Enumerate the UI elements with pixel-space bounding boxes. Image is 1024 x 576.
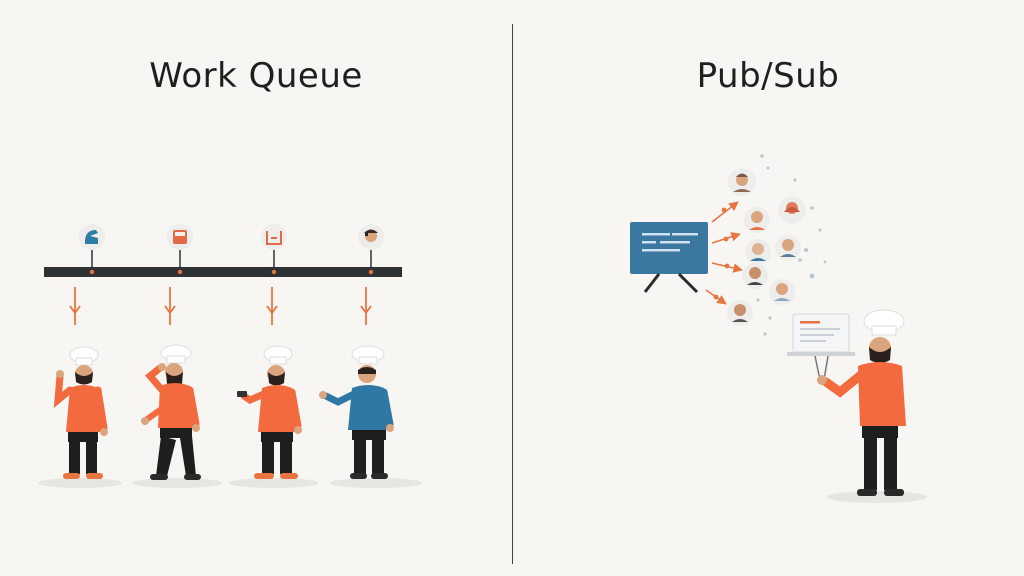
subscriber-avatar (744, 207, 770, 233)
subscriber-chef (817, 309, 906, 496)
work-queue-diagram (38, 224, 422, 488)
queue-item-person (358, 224, 384, 267)
shield-icon (85, 230, 98, 244)
queue-item-shield (79, 224, 105, 267)
panel-divider (512, 24, 513, 564)
subscriber-avatar (742, 263, 768, 289)
subscriber-avatar (775, 235, 801, 261)
queue-item-folder (167, 224, 193, 267)
pubsub-title: Pub/Sub (696, 56, 840, 96)
queue-bar (44, 267, 402, 277)
worker-chef-3 (237, 345, 302, 479)
subscriber-avatar (727, 300, 753, 326)
dispatch-arrows (69, 287, 372, 325)
subscriber-avatar (728, 168, 756, 196)
worker-chef-2 (141, 344, 201, 480)
subscriber-avatar (769, 279, 795, 305)
subscriber-avatars (727, 168, 806, 326)
queue-item-box (261, 224, 287, 267)
publisher-board (630, 222, 708, 294)
worker-chef-1 (53, 346, 108, 479)
box-icon (266, 231, 282, 245)
subscriber-avatar (778, 196, 806, 224)
broadcast-arrows (705, 201, 743, 305)
subscriber-avatar (745, 239, 771, 265)
worker-chef-4 (319, 345, 394, 479)
pubsub-diagram (630, 154, 927, 503)
subscriber-laptop (787, 313, 855, 381)
work-queue-title: Work Queue (149, 56, 363, 96)
person-icon (364, 229, 378, 242)
